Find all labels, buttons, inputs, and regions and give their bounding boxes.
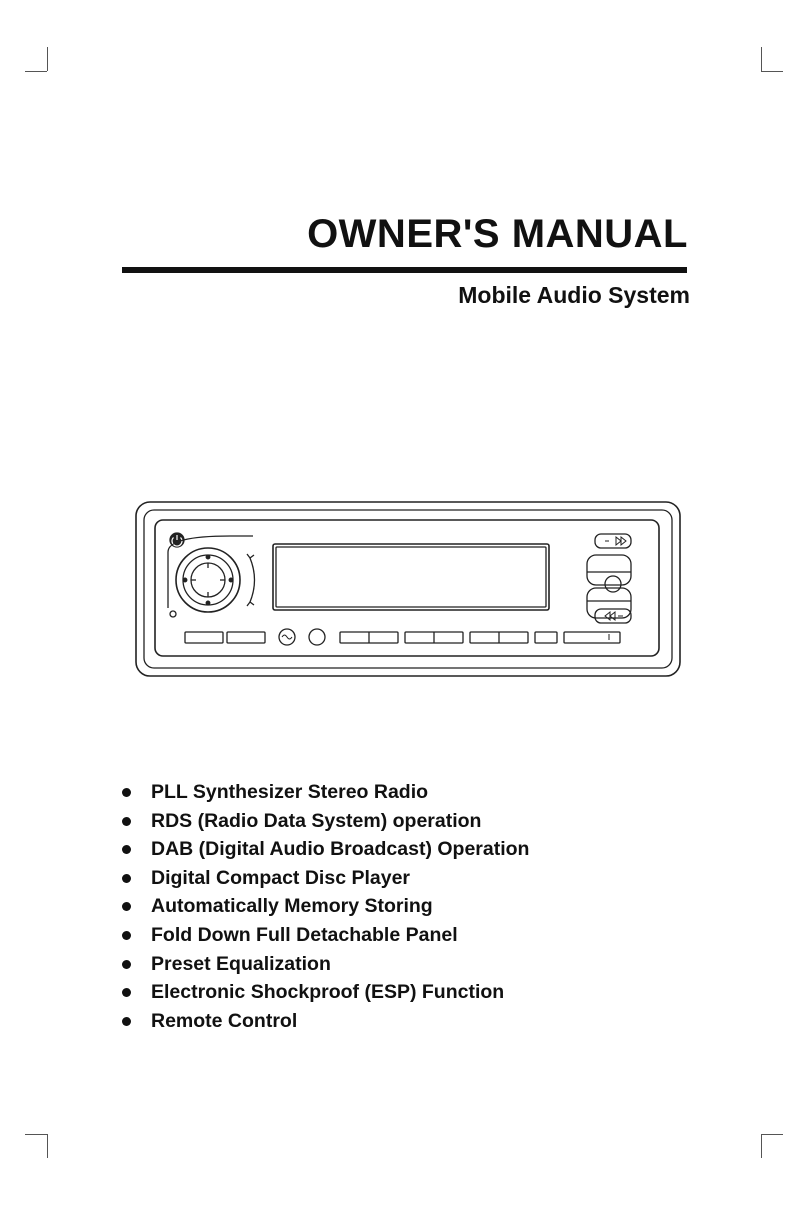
feature-text: Remote Control [151, 1009, 298, 1032]
feature-text: DAB (Digital Audio Broadcast) Operation [151, 838, 530, 861]
feature-text: Digital Compact Disc Player [151, 866, 411, 889]
list-item: Automatically Memory Storing [120, 892, 529, 921]
page-subtitle: Mobile Audio System [458, 282, 690, 308]
crop-mark-bottom-left-v [47, 1134, 48, 1158]
bullet-icon [122, 816, 131, 826]
feature-text: Automatically Memory Storing [151, 895, 433, 918]
list-item: DAB (Digital Audio Broadcast) Operation [120, 835, 529, 864]
crop-mark-top-right-h [761, 71, 783, 72]
bullet-icon [122, 902, 131, 912]
feature-text: PLL Synthesizer Stereo Radio [151, 781, 429, 803]
crop-mark-top-left-v [47, 47, 48, 71]
feature-list: PLL Synthesizer Stereo Radio RDS (Radio … [120, 778, 529, 1035]
feature-text: RDS (Radio Data System) operation [151, 809, 482, 832]
bullet-icon [122, 930, 131, 940]
list-item: Digital Compact Disc Player [120, 864, 529, 893]
bullet-icon [122, 873, 131, 883]
list-item: Fold Down Full Detachable Panel [120, 921, 529, 950]
list-item: RDS (Radio Data System) operation [120, 807, 529, 836]
crop-mark-bottom-right-v [761, 1134, 762, 1158]
crop-mark-bottom-right-h [761, 1134, 783, 1135]
page-title: OWNER'S MANUAL [307, 212, 688, 256]
title-rule [122, 267, 687, 273]
feature-text: Fold Down Full Detachable Panel [151, 923, 458, 946]
feature-text: Preset Equalization [151, 952, 331, 975]
list-item: Preset Equalization [120, 950, 529, 979]
crop-mark-top-right-v [761, 47, 762, 71]
bullet-icon [122, 788, 131, 797]
crop-mark-top-left-h [25, 71, 47, 72]
feature-text: Electronic Shockproof (ESP) Function [151, 981, 505, 1004]
list-item: Electronic Shockproof (ESP) Function [120, 978, 529, 1007]
bullet-icon [122, 845, 131, 855]
car-stereo-faceplate-icon [135, 501, 681, 677]
bullet-icon [122, 988, 131, 998]
list-item: PLL Synthesizer Stereo Radio [120, 778, 529, 807]
bullet-icon [122, 959, 131, 969]
bullet-icon [122, 1016, 131, 1026]
list-item: Remote Control [120, 1007, 529, 1036]
crop-mark-bottom-left-h [25, 1134, 47, 1135]
